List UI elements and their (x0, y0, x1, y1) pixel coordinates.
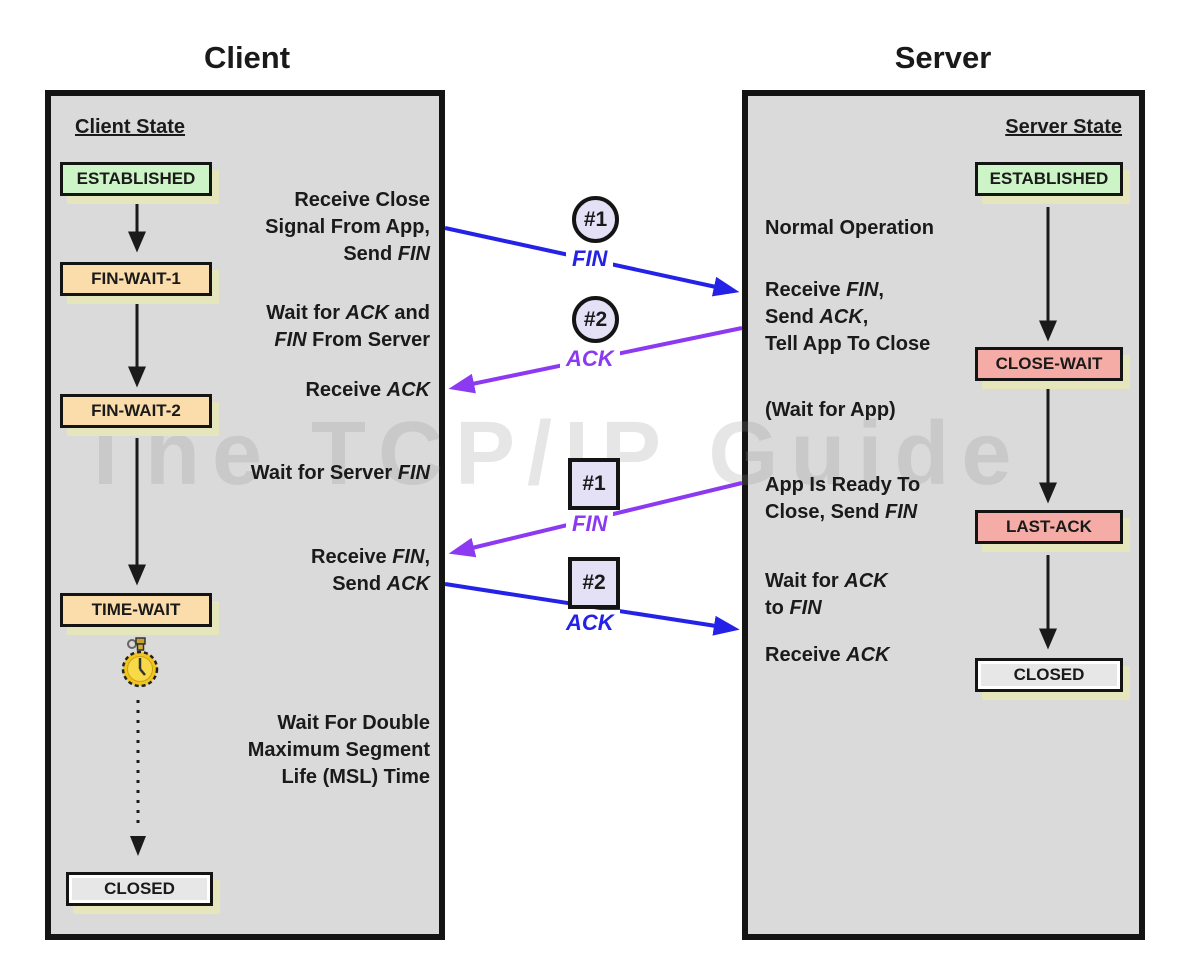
server-annotation-wait-for-app: (Wait for App) (765, 399, 896, 421)
server-state-close-wait: CLOSE-WAIT (975, 347, 1123, 381)
client-state-established: ESTABLISHED (60, 162, 212, 196)
client-timer-arrowhead (130, 836, 146, 856)
server-annotation-wait-ack-to-fin: Wait for ACK to FIN (765, 570, 888, 619)
client-annotation-wait-server-fin: Wait for Server FIN (250, 462, 430, 484)
server-annotation-normal-operation: Normal Operation (765, 217, 934, 239)
client-annotation-receive-fin-send-ack: Receive FIN, Send ACK (311, 546, 430, 595)
server-state-closed: CLOSED (975, 658, 1123, 692)
client-annotation-msl-wait: Wait For Double Maximum Segment Life (MS… (247, 712, 430, 788)
message-2-ack-label: ACK (560, 346, 620, 372)
server-annotation-app-ready: App Is Ready To Close, Send FIN (765, 474, 921, 523)
watermark-text: The TCP/IP Guide (78, 404, 1024, 504)
client-state-fin-wait-2: FIN-WAIT-2 (60, 394, 212, 428)
client-annotation-wait-ack-fin: Wait for ACK and FIN From Server (266, 302, 430, 351)
client-panel (45, 90, 445, 940)
server-title: Server (894, 40, 992, 75)
message-2-ack-marker-second-handshake: #2 (568, 557, 620, 609)
client-annotation-receive-ack: Receive ACK (305, 379, 430, 401)
server-state-last-ack: LAST-ACK (975, 510, 1123, 544)
client-state-heading: Client State (75, 116, 186, 138)
message-1-fin-label-second-handshake: FIN (566, 511, 614, 537)
client-state-fin-wait-1: FIN-WAIT-1 (60, 262, 212, 296)
client-title: Client (203, 40, 291, 75)
message-1-fin-marker-second-handshake: #1 (568, 458, 620, 510)
message-2-ack-marker: #2 (572, 296, 619, 343)
stopwatch-icon (121, 637, 159, 688)
server-annotation-receive-ack: Receive ACK (765, 644, 890, 666)
message-1-fin-label: FIN (566, 246, 614, 272)
server-annotation-receive-fin: Receive FIN, Send ACK, Tell App To Close (765, 279, 931, 355)
message-2-ack-label-second-handshake: ACK (560, 610, 620, 636)
client-state-time-wait: TIME-WAIT (60, 593, 212, 627)
server-state-established: ESTABLISHED (975, 162, 1123, 196)
server-state-heading: Server State (1005, 116, 1122, 138)
client-state-closed: CLOSED (66, 872, 213, 906)
client-annotation-receive-close: Receive Close Signal From App, Send FIN (265, 189, 430, 265)
message-1-fin-marker: #1 (572, 196, 619, 243)
